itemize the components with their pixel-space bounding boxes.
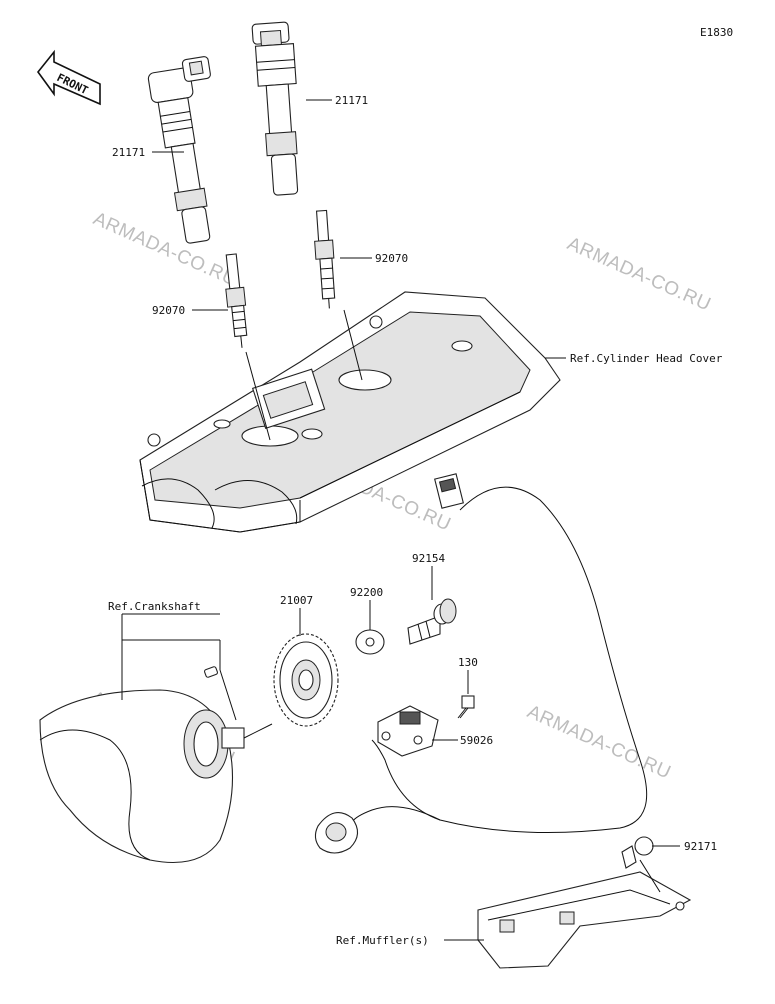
callout-muffler: Ref.Muffler(s) [336,934,429,947]
sensor-bolt [457,695,475,719]
clamp [621,836,654,869]
callout-coil-right: 21171 [335,94,368,107]
watermark-4: ARMADA-CO.RU [524,701,674,783]
watermark-1: ARMADA-CO.RU [90,208,240,290]
washer [355,629,385,655]
callout-plug-left: 92070 [152,304,185,317]
callout-plug-right: 92070 [375,252,408,265]
cylinder-head-cover [139,291,561,533]
diagram-code: E1830 [700,26,733,39]
spark-plug-left [225,253,248,348]
spark-plug-right [314,209,336,309]
callout-bolt-sensor: 130 [458,656,478,669]
crank-position-sensor [377,705,439,757]
callout-coil-left: 21171 [112,146,145,159]
watermark-2: ARMADA-CO.RU [564,233,714,315]
callout-crank-sensor: 59026 [460,734,493,747]
sensor-wire-harness [314,473,648,854]
callout-bolt-rotor: 92154 [412,552,445,565]
callout-washer: 92200 [350,586,383,599]
ignition-coil-left [147,56,211,244]
rotor-bolt [407,598,457,645]
timing-rotor [273,633,339,727]
callout-cylinder-head-cover: Ref.Cylinder Head Cover [570,352,723,365]
muffler-bracket [477,871,692,969]
front-arrow-icon: FRONT [36,49,101,106]
callout-clamp: 92171 [684,840,717,853]
leader-lines [121,99,680,941]
crankshaft-assembly [39,666,273,863]
ignition-coil-right [251,21,299,196]
callout-crankshaft: Ref.Crankshaft [108,600,201,613]
callout-timing-rotor: 21007 [280,594,313,607]
